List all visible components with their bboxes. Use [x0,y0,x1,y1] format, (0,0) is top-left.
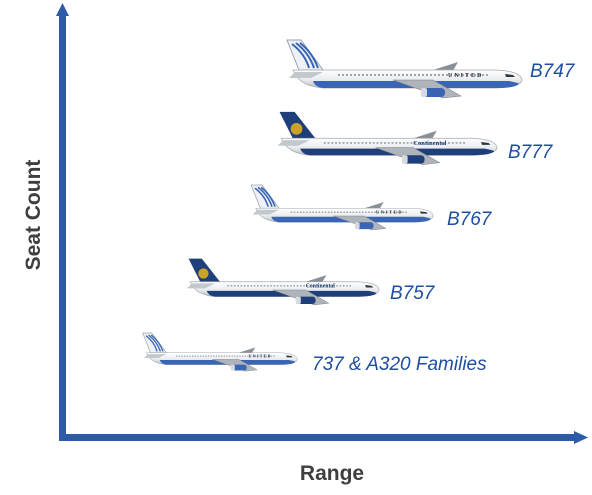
aircraft-4: Continental [186,258,380,306]
x-axis-line [59,434,576,441]
cockpit-window [481,142,491,145]
tail-globe-ring [289,121,304,137]
tail-globe [289,122,304,136]
livery-text: UNITED [448,73,483,79]
livery-text: Continental [413,140,446,147]
y-axis-label: Seat Count [22,159,45,271]
cockpit-window [365,285,374,288]
aircraft-1: UNITED [286,39,523,99]
cockpit-window [286,355,293,358]
livery-text: UNITED [376,211,403,216]
tail-globe [197,267,210,280]
x-axis-label: Range [299,462,365,485]
livery-text: Continental [306,284,336,290]
livery-text: UNITED [249,353,272,358]
tail-tulip [291,42,319,69]
aircraft-label-5: 737 & A320 Families [312,354,487,375]
tailplane [252,209,279,215]
tailplane [277,140,310,146]
aircraft-label-4: B757 [390,283,435,304]
tail-tulip [254,186,276,207]
y-axis-line [59,14,66,441]
cockpit-window [420,211,428,214]
aircraft-5: UNITED [142,332,298,372]
tailplane [289,72,323,78]
engine-intake [421,88,427,97]
engine-intake [295,296,301,305]
aircraft-label-1: B747 [530,61,575,82]
cockpit-window [505,74,515,77]
x-axis-arrowhead [574,431,588,444]
tailplane [143,354,167,359]
aircraft-label-3: B767 [447,209,492,230]
tail-tulip [145,334,164,352]
aircraft-3: UNITED [250,184,434,231]
y-axis-arrowhead [56,3,69,16]
tailplane [186,283,215,289]
aircraft-label-2: B777 [508,142,553,163]
engine-intake [230,364,235,371]
aircraft-2: Continental [277,111,498,165]
engine-intake [401,155,408,164]
engine-intake [354,222,360,230]
tail-globe-ring [197,267,210,280]
